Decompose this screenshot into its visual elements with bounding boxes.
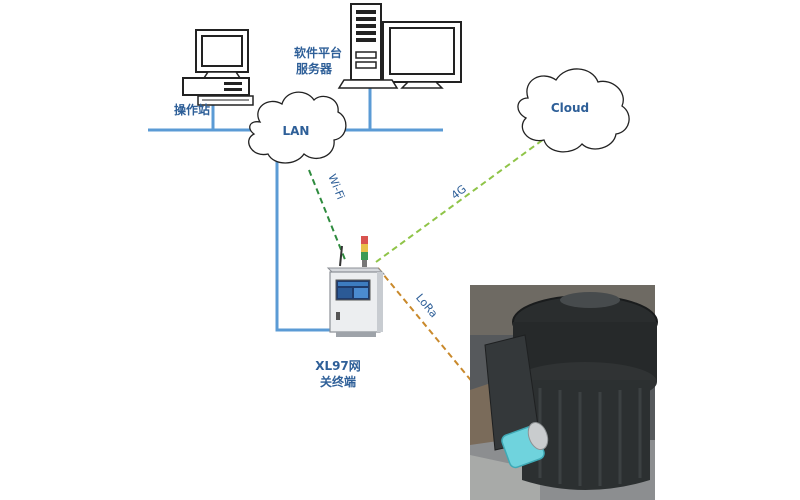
- gateway-wired-link: [275, 158, 330, 332]
- internet-cloud: [517, 68, 630, 153]
- gateway-label-line1: XL97网: [315, 359, 361, 373]
- lora-link: [377, 267, 523, 443]
- cloud-label: Cloud: [551, 101, 589, 115]
- gateway-label-line2: 关终端: [320, 374, 356, 389]
- platform-server-label-line1: 软件平台: [294, 45, 342, 60]
- operator-station-computer: [182, 29, 254, 106]
- 4g-link-label: 4G: [449, 182, 469, 202]
- wifi-link: [308, 169, 347, 263]
- wifi-link-label: Wi-Fi: [325, 172, 347, 201]
- 4g-link: [375, 135, 549, 263]
- lan-label: LAN: [283, 124, 310, 138]
- platform-server-computer: [337, 3, 462, 89]
- gateway-terminal-device: [326, 236, 386, 337]
- vibration-sensor: [501, 421, 549, 469]
- lan-cloud: [248, 91, 347, 164]
- motor-photo: [470, 285, 658, 500]
- operator-station-label: 操作站: [174, 102, 210, 117]
- platform-server-label-line2: 服务器: [296, 61, 333, 76]
- lan-backbone: [148, 88, 443, 332]
